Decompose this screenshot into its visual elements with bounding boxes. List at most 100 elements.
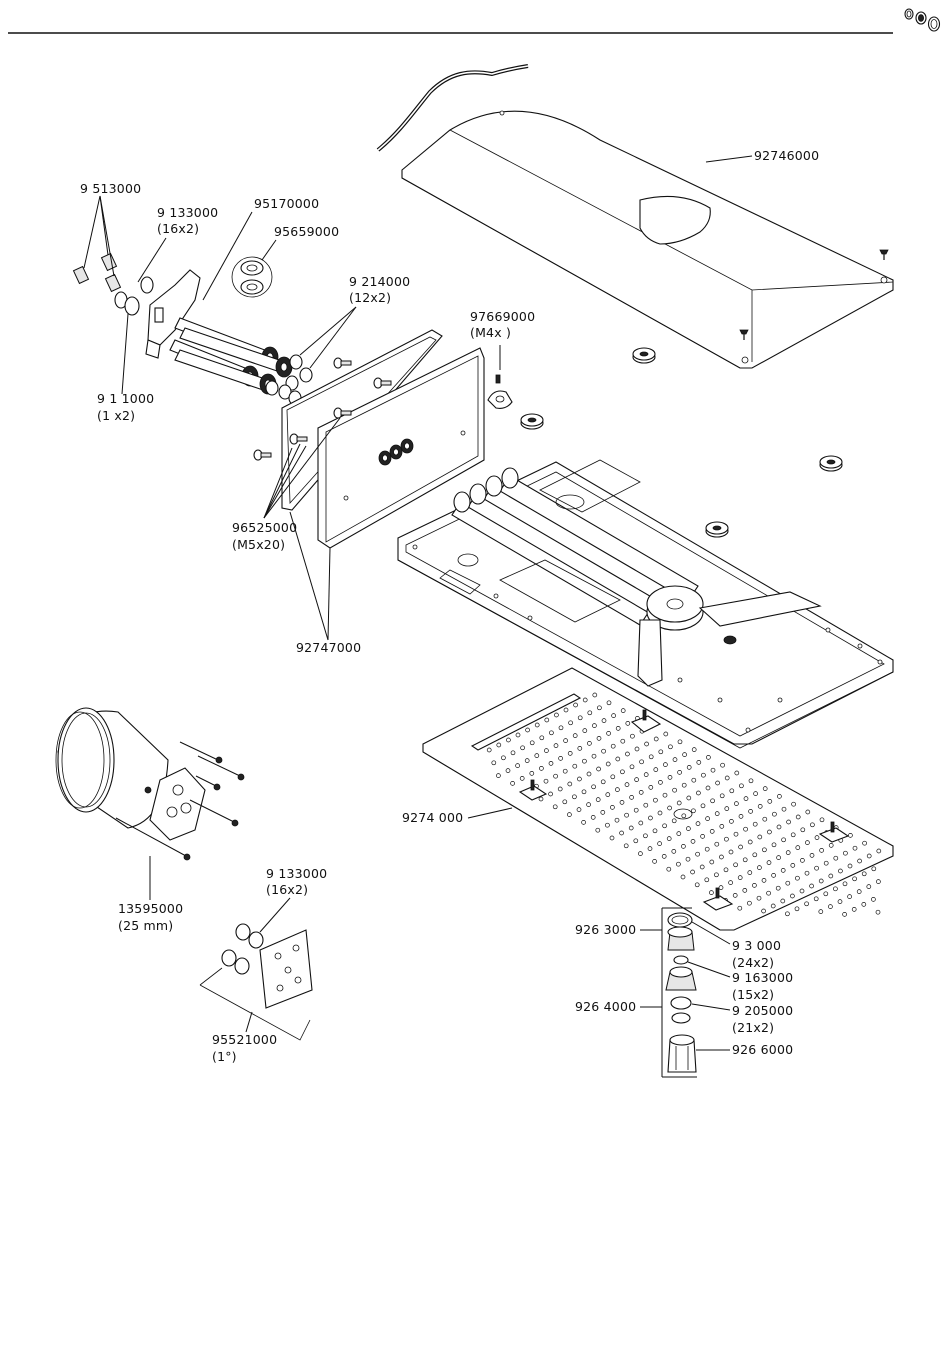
- nozzle-hole: [610, 805, 614, 809]
- nozzle-hole: [709, 891, 713, 895]
- nozzle-hole: [535, 723, 539, 727]
- nozzle-hole: [597, 736, 601, 740]
- nozzle-hole: [701, 804, 705, 808]
- spacer-washer: [633, 348, 655, 363]
- nozzle-hole: [819, 910, 823, 914]
- nozzle-hole: [767, 861, 771, 865]
- nozzle-hole: [738, 906, 742, 910]
- nozzle-hole: [653, 859, 657, 863]
- nozzle-hole: [734, 863, 738, 867]
- nozzle-hole: [525, 759, 529, 763]
- nozzle-hole: [872, 867, 876, 871]
- nozzle-hole: [654, 737, 658, 741]
- nozzle-hole: [659, 750, 663, 754]
- label-nozzle-b: 926 4000: [575, 999, 636, 1014]
- label-o-rings-top-qty: (16x2): [157, 221, 199, 236]
- nozzle-hole: [687, 765, 691, 769]
- nozzle-hole: [653, 829, 657, 833]
- label-mounting-plate: 92747000: [296, 640, 361, 655]
- nozzle-hole: [607, 731, 611, 735]
- nozzle-hole: [701, 834, 705, 838]
- nozzle-hole: [733, 893, 737, 897]
- label-clip-screw: 97669000: [470, 309, 535, 324]
- nozzle-hole: [806, 810, 810, 814]
- nozzle-hole: [829, 874, 833, 878]
- nozzle-hole: [516, 733, 520, 737]
- nozzle-hole: [664, 732, 668, 736]
- nozzle-hole: [593, 693, 597, 697]
- nozzle-hole: [705, 847, 709, 851]
- nozzle-hole: [616, 757, 620, 761]
- nozzle-hole: [843, 912, 847, 916]
- nozzle-hole: [711, 768, 715, 772]
- nozzle-hole: [701, 773, 705, 777]
- nozzle-hole: [877, 849, 881, 853]
- nozzle-hole: [814, 897, 818, 901]
- nozzle-hole: [535, 754, 539, 758]
- nozzle-hole: [625, 813, 629, 817]
- nozzle-hole: [792, 802, 796, 806]
- label-plate-screws: 96525000: [232, 520, 297, 535]
- nozzle-hole: [805, 902, 809, 906]
- nozzle-hole: [843, 851, 847, 855]
- nozzle-hole: [695, 883, 699, 887]
- nozzle-hole: [663, 824, 667, 828]
- nozzle-hole: [612, 714, 616, 718]
- nozzle-hole: [572, 795, 576, 799]
- nozzle-hole: [820, 818, 824, 822]
- nozzle-hole: [620, 770, 624, 774]
- nozzle-hole: [492, 761, 496, 765]
- nozzle-hole: [739, 814, 743, 818]
- nozzle-hole: [714, 873, 718, 877]
- nozzle-hole: [710, 860, 714, 864]
- nozzle-hole: [739, 784, 743, 788]
- nozzle-hole: [781, 868, 785, 872]
- nozzle-hole: [772, 812, 776, 816]
- nozzle-hole: [564, 739, 568, 743]
- nozzle-hole: [743, 858, 747, 862]
- o-rings-part: [115, 277, 153, 315]
- nozzle-hole: [834, 856, 838, 860]
- nozzle-hole: [621, 709, 625, 713]
- nozzle-hole: [544, 779, 548, 783]
- nozzle-hole: [648, 847, 652, 851]
- nozzle-hole: [554, 774, 558, 778]
- nozzle-hole: [667, 837, 671, 841]
- label-o-rings-mid: 9 214000: [349, 274, 410, 289]
- nozzle-hole: [668, 806, 672, 810]
- nozzle-hole: [795, 907, 799, 911]
- nozzle-hole: [638, 852, 642, 856]
- base-housing-part: [398, 460, 893, 748]
- nozzle-hole: [782, 838, 786, 842]
- label-check-valves: 95659000: [274, 224, 339, 239]
- nozzle-hole: [545, 718, 549, 722]
- nozzle-hole: [706, 817, 710, 821]
- nozzle-hole: [724, 868, 728, 872]
- nozzle-hole: [762, 878, 766, 882]
- check-valves-part: [232, 257, 272, 297]
- nozzle-hole: [772, 843, 776, 847]
- nozzle-hole: [567, 813, 571, 817]
- nozzle-hole: [544, 749, 548, 753]
- nozzle-hole: [758, 804, 762, 808]
- nozzle-hole: [629, 826, 633, 830]
- nozzle-hole: [862, 902, 866, 906]
- nozzle-hole: [601, 780, 605, 784]
- nozzle-hole: [801, 828, 805, 832]
- nozzle-hole: [730, 789, 734, 793]
- nozzle-hole: [795, 876, 799, 880]
- label-oring-c: 9 205000: [732, 1003, 793, 1018]
- nozzle-hole: [592, 724, 596, 728]
- nozzle-hole: [549, 761, 553, 765]
- nozzle-hole: [506, 738, 510, 742]
- nozzle-hole: [539, 766, 543, 770]
- nozzle-hole: [516, 764, 520, 768]
- nozzle-hole: [876, 880, 880, 884]
- nozzle-hole: [776, 886, 780, 890]
- extension-part: [56, 708, 244, 860]
- nozzle-hole: [583, 729, 587, 733]
- nozzle-hole: [663, 763, 667, 767]
- nozzle-hole: [824, 892, 828, 896]
- nozzle-hole: [762, 848, 766, 852]
- nozzle-hole: [591, 815, 595, 819]
